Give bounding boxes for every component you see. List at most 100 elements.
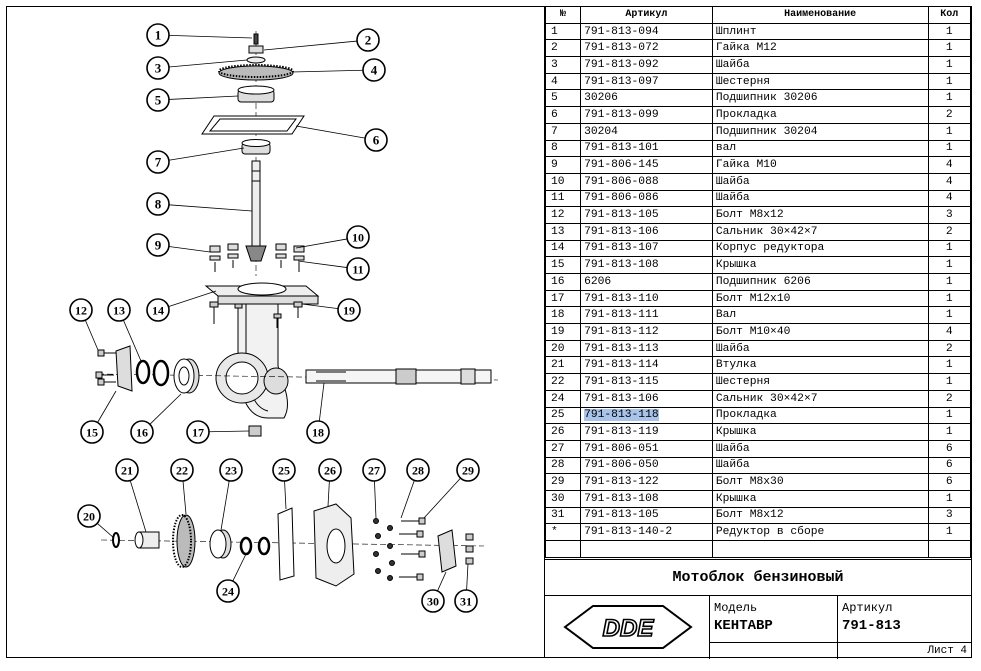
- cell-article-text: 791-813-114: [584, 359, 659, 372]
- callout-label: 3: [155, 61, 162, 76]
- cell-qty-text: 1: [945, 275, 953, 288]
- cell-name-text: Подшипник 30206: [715, 92, 818, 105]
- cell-name: Подшипник 30206: [711, 89, 929, 108]
- cell-no: *: [544, 523, 582, 541]
- callout-20: 20: [77, 504, 115, 539]
- cell-no-text: 16: [551, 275, 565, 288]
- cell-no-text: 19: [551, 325, 565, 338]
- cell-qty-text: 6: [945, 476, 953, 489]
- cell-article: 791-813-140-2: [580, 523, 713, 541]
- cell-name: Шестерня: [711, 72, 929, 91]
- table-row: 10 791-806-088 Шайба 4: [544, 172, 971, 191]
- cell-name-text: Шайба: [715, 192, 750, 205]
- cell-name-text: Корпус редуктора: [715, 242, 825, 255]
- cell-qty: 4: [927, 189, 971, 208]
- cell-name-text: Крышка: [715, 259, 757, 272]
- cell-qty: 6: [927, 456, 971, 475]
- model-caption: Модель: [714, 601, 758, 615]
- callout-label: 21: [121, 464, 133, 478]
- cell-no: 4: [544, 72, 582, 91]
- cell-article: 791-806-145: [580, 156, 713, 174]
- bolts-part-2: [399, 517, 426, 581]
- cell-name: Болт М12х10: [711, 289, 929, 308]
- cell-no-text: *: [551, 526, 558, 539]
- cell-no: 29: [544, 473, 582, 491]
- cell-qty: 4: [927, 172, 971, 191]
- cell-qty-text: 2: [945, 392, 953, 405]
- cell-name: Шплинт: [711, 22, 929, 41]
- callout-label: 31: [460, 595, 472, 609]
- cell-no: 31: [544, 506, 582, 525]
- cell-qty: 1: [927, 239, 971, 258]
- cell-article: 791-813-108: [580, 256, 713, 274]
- cell-qty-text: 1: [945, 492, 953, 505]
- callout-24: 24: [216, 553, 247, 603]
- cell-name-text: Сальник 30×42×7: [715, 392, 818, 405]
- callout-21: 21: [115, 458, 147, 533]
- cell-name: Крышка: [711, 489, 929, 508]
- cell-qty: 1: [927, 356, 971, 375]
- cell-no: 21: [544, 356, 582, 375]
- cell-no-text: 29: [551, 476, 565, 489]
- cell-no-text: 31: [551, 509, 565, 522]
- callout-label: 11: [352, 263, 363, 277]
- cell-qty-text: 1: [945, 92, 953, 105]
- cell-no-text: 7: [551, 125, 558, 138]
- callout-label: 16: [136, 426, 148, 440]
- cell-qty-text: 1: [945, 75, 953, 88]
- cell-article: 30206: [580, 89, 713, 108]
- cover-part-2: [313, 503, 355, 587]
- cell-no: 9: [544, 156, 582, 174]
- cell-qty-text: 1: [945, 526, 953, 539]
- callout-27: 27: [362, 458, 386, 519]
- callout-label: 20: [83, 510, 95, 524]
- callout-label: 5: [155, 93, 162, 108]
- cell-qty-text: 1: [945, 25, 953, 38]
- callout-1: 1: [146, 23, 253, 47]
- callout-label: 17: [192, 426, 204, 440]
- callout-8: 8: [146, 192, 253, 216]
- callout-13: 13: [107, 298, 142, 362]
- article-value: 791-813: [842, 618, 901, 634]
- cell-name-text: Шайба: [715, 58, 750, 71]
- cell-article-text: 791-806-088: [584, 175, 659, 188]
- cell-no-text: 14: [551, 242, 565, 255]
- cell-no-text: 25: [551, 409, 565, 422]
- cell-name-text: Шайба: [715, 175, 750, 188]
- cell-name-text: Втулка: [715, 359, 757, 372]
- cell-no: 14: [544, 239, 582, 258]
- cell-name-text: Гайка М10: [715, 159, 777, 172]
- cell-article-text: 791-813-105: [584, 509, 659, 522]
- cell-qty: 1: [927, 423, 971, 441]
- cell-name: Шайба: [711, 189, 929, 208]
- cell-qty-text: 1: [945, 375, 953, 388]
- cell-article-text: 791-813-092: [584, 58, 659, 71]
- cell-article-text: 30206: [584, 92, 618, 105]
- callout-29: 29: [423, 458, 480, 519]
- cell-name-text: Крышка: [715, 492, 757, 505]
- cell-name-text: Крышка: [715, 426, 757, 439]
- cell-qty: 1: [927, 72, 971, 91]
- col-qty-header: Кол: [927, 6, 971, 24]
- cell-name-text: Сальник 30×42×7: [715, 225, 818, 238]
- cell-qty-text: 1: [945, 142, 953, 155]
- article-cell: Артикул 791-813: [838, 596, 971, 643]
- blank-cell: [710, 643, 838, 659]
- callout-label: 13: [113, 304, 125, 318]
- cell-article-text: 791-813-110: [584, 292, 659, 305]
- nut-part: [248, 45, 264, 54]
- cell-qty: 1: [927, 139, 971, 158]
- cell-no-text: 12: [551, 209, 565, 222]
- cover-bolts-part-2: [465, 533, 474, 565]
- col-name-header: Наименование: [711, 6, 929, 24]
- cell-no-text: 10: [551, 175, 565, 188]
- callout-16: 16: [130, 393, 182, 444]
- callout-26: 26: [318, 458, 342, 507]
